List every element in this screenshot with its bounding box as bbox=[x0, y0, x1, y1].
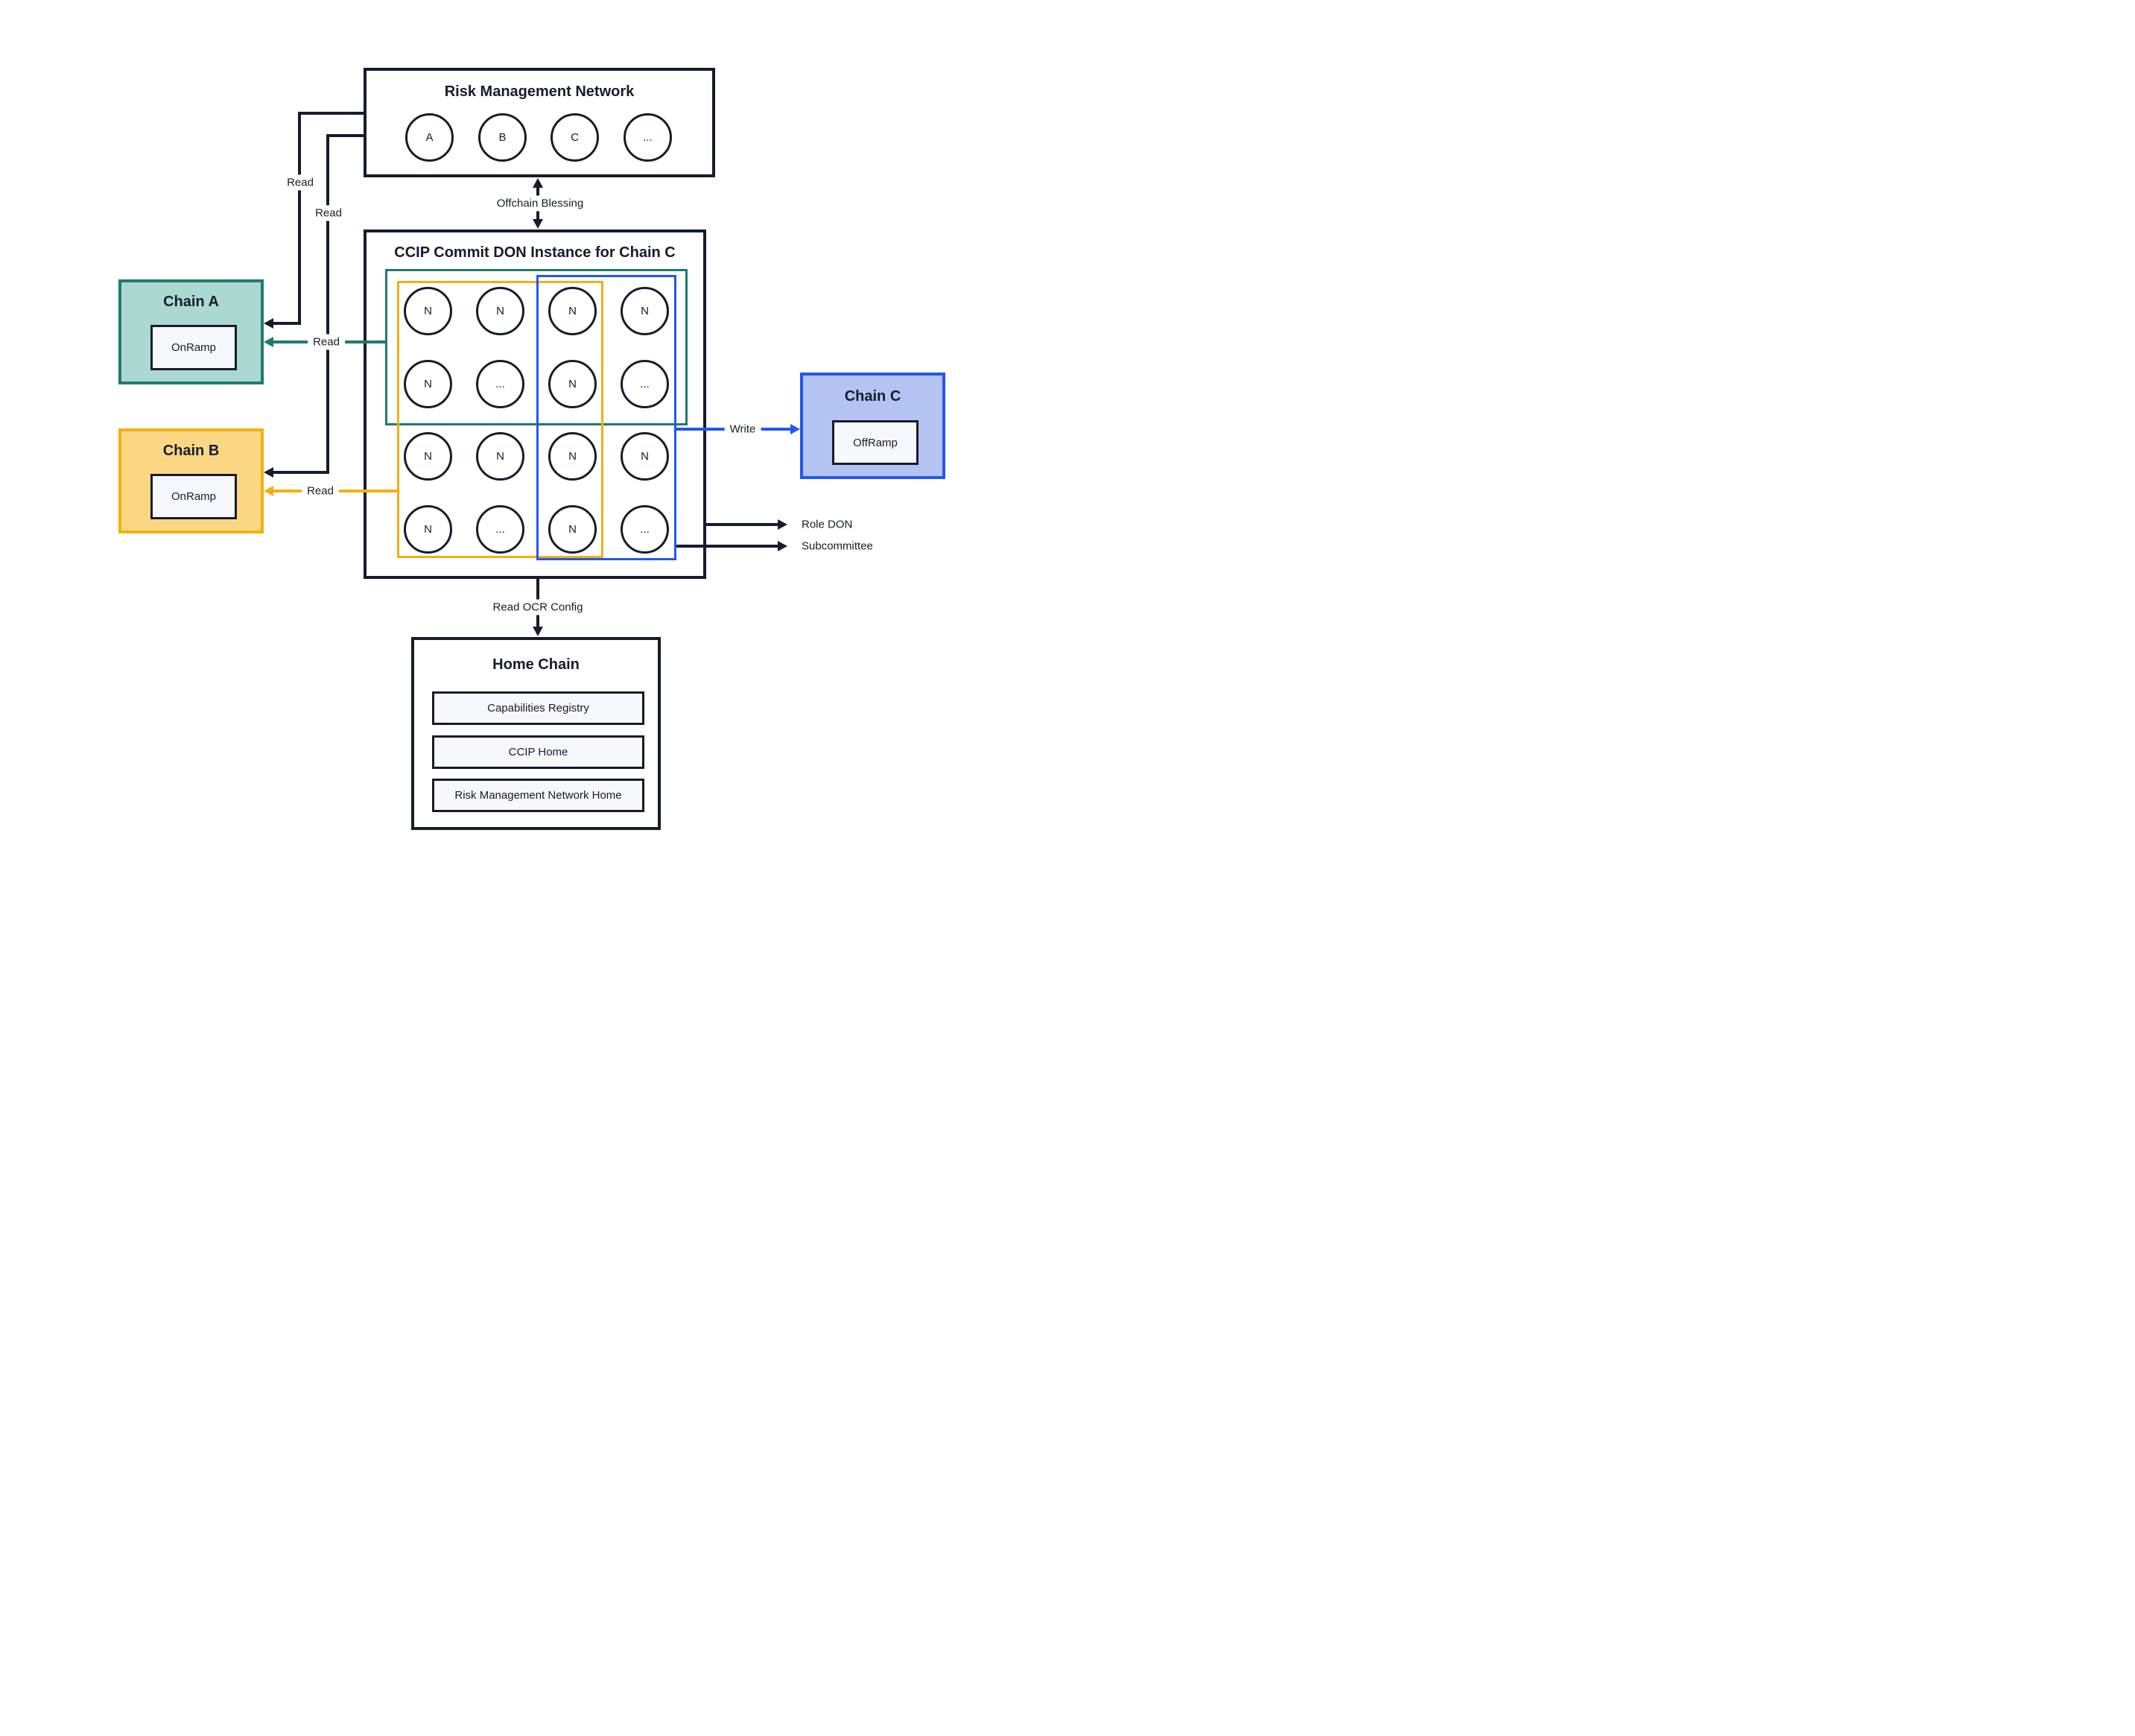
home-chain-box: Home Chain Capabilities Registry CCIP Ho… bbox=[411, 637, 661, 830]
chain-c-box: Chain C OffRamp bbox=[800, 373, 945, 479]
capabilities-registry-box: Capabilities Registry bbox=[432, 691, 644, 725]
don-node-r3c1: N bbox=[404, 432, 452, 481]
chain-b-box: Chain B OnRamp bbox=[118, 428, 264, 533]
read-ocr-config-label: Read OCR Config bbox=[487, 599, 589, 615]
rmn-node-c-label: C bbox=[571, 131, 579, 144]
rmn-node-b: B bbox=[478, 113, 527, 162]
don-overlay-amber-columns bbox=[397, 281, 603, 558]
don-node-label: ... bbox=[640, 378, 650, 390]
subcommittee-label: Subcommittee bbox=[802, 539, 873, 553]
don-node-label: N bbox=[424, 378, 432, 390]
don-to-chain-c-write-arrowhead bbox=[790, 424, 800, 434]
chain-a-title: Chain A bbox=[163, 294, 219, 310]
don-node-label: N bbox=[568, 450, 577, 463]
rmn-node-more-label: ... bbox=[643, 131, 653, 144]
home-chain-title: Home Chain bbox=[492, 656, 580, 673]
rmn-node-b-label: B bbox=[498, 131, 507, 144]
don-node-label: N bbox=[568, 305, 577, 317]
role-don-arrowhead bbox=[778, 519, 787, 530]
don-node-r4c4: ... bbox=[621, 505, 669, 554]
write-label: Write bbox=[724, 421, 761, 437]
don-node-r4c2: ... bbox=[476, 505, 524, 554]
don-node-label: ... bbox=[495, 378, 505, 390]
rmn-to-chain-b-line-v bbox=[326, 134, 329, 474]
don-node-label: N bbox=[568, 523, 577, 536]
ccip-architecture-diagram: Risk Management Network A B C ... CCIP C… bbox=[0, 0, 1068, 868]
don-node-r1c2: N bbox=[476, 287, 524, 335]
offchain-blessing-arrowhead-down bbox=[533, 219, 543, 229]
rmn-to-chain-a-line-v bbox=[298, 112, 301, 325]
don-overlay-blue-subcommittee bbox=[536, 275, 676, 560]
rmn-node-a: A bbox=[405, 113, 454, 162]
don-node-label: N bbox=[424, 305, 432, 317]
chain-b-title: Chain B bbox=[162, 443, 220, 459]
don-node-r1c3: N bbox=[548, 287, 597, 335]
subcommittee-arrowhead bbox=[778, 541, 787, 551]
don-node-label: ... bbox=[640, 523, 650, 536]
rmn-to-chain-a-line-h1 bbox=[299, 112, 364, 115]
role-don-line bbox=[705, 523, 779, 526]
rmn-to-chain-b-line-h2 bbox=[272, 471, 329, 474]
chain-c-offramp: OffRamp bbox=[832, 420, 919, 465]
don-node-label: N bbox=[424, 450, 432, 463]
read-label-rmn-chain-b: Read bbox=[310, 205, 347, 221]
don-node-r3c2: N bbox=[476, 432, 524, 481]
rmn-node-a-label: A bbox=[425, 131, 434, 144]
chain-b-onramp: OnRamp bbox=[150, 474, 237, 519]
read-label-rmn-chain-a: Read bbox=[282, 174, 319, 191]
chain-a-onramp: OnRamp bbox=[150, 325, 237, 370]
don-node-label: N bbox=[496, 450, 504, 463]
don-node-label: N bbox=[641, 450, 649, 463]
role-don-label: Role DON bbox=[802, 518, 853, 531]
don-node-r3c4: N bbox=[621, 432, 669, 481]
read-label-don-chain-a: Read bbox=[308, 334, 345, 350]
don-to-chain-a-read-arrowhead bbox=[264, 337, 273, 347]
rmn-to-chain-b-line-h1 bbox=[328, 134, 364, 137]
don-node-label: N bbox=[496, 305, 504, 317]
don-node-r1c4: N bbox=[621, 287, 669, 335]
rmn-node-c: C bbox=[551, 113, 599, 162]
don-to-chain-b-read-arrowhead bbox=[264, 486, 273, 496]
don-node-r4c3: N bbox=[548, 505, 597, 554]
don-node-r2c4: ... bbox=[621, 360, 669, 408]
chain-c-title: Chain C bbox=[844, 388, 901, 405]
read-label-don-chain-b: Read bbox=[302, 483, 339, 499]
don-node-label: N bbox=[424, 523, 432, 536]
rmn-to-chain-b-arrowhead bbox=[264, 467, 273, 478]
rmn-to-chain-a-arrowhead bbox=[264, 318, 273, 329]
rmn-to-chain-a-line-h2 bbox=[272, 322, 301, 325]
don-node-r2c1: N bbox=[404, 360, 452, 408]
risk-management-network-title: Risk Management Network bbox=[444, 83, 635, 100]
chain-a-box: Chain A OnRamp bbox=[118, 279, 264, 384]
don-node-label: N bbox=[568, 378, 577, 390]
don-node-r1c1: N bbox=[404, 287, 452, 335]
don-node-r2c3: N bbox=[548, 360, 597, 408]
offchain-blessing-arrowhead-up bbox=[533, 178, 543, 188]
offchain-blessing-label: Offchain Blessing bbox=[491, 195, 589, 212]
ccip-home-box: CCIP Home bbox=[432, 735, 644, 769]
don-node-r3c3: N bbox=[548, 432, 597, 481]
don-node-r4c1: N bbox=[404, 505, 452, 554]
risk-management-network-home-box: Risk Management Network Home bbox=[432, 779, 644, 812]
read-ocr-config-arrowhead bbox=[533, 627, 543, 636]
don-node-label: ... bbox=[495, 523, 505, 536]
ccip-commit-don-title: CCIP Commit DON Instance for Chain C bbox=[394, 244, 676, 261]
subcommittee-line bbox=[676, 545, 779, 548]
don-node-r2c2: ... bbox=[476, 360, 524, 408]
rmn-node-more: ... bbox=[624, 113, 672, 162]
don-node-label: N bbox=[641, 305, 649, 317]
